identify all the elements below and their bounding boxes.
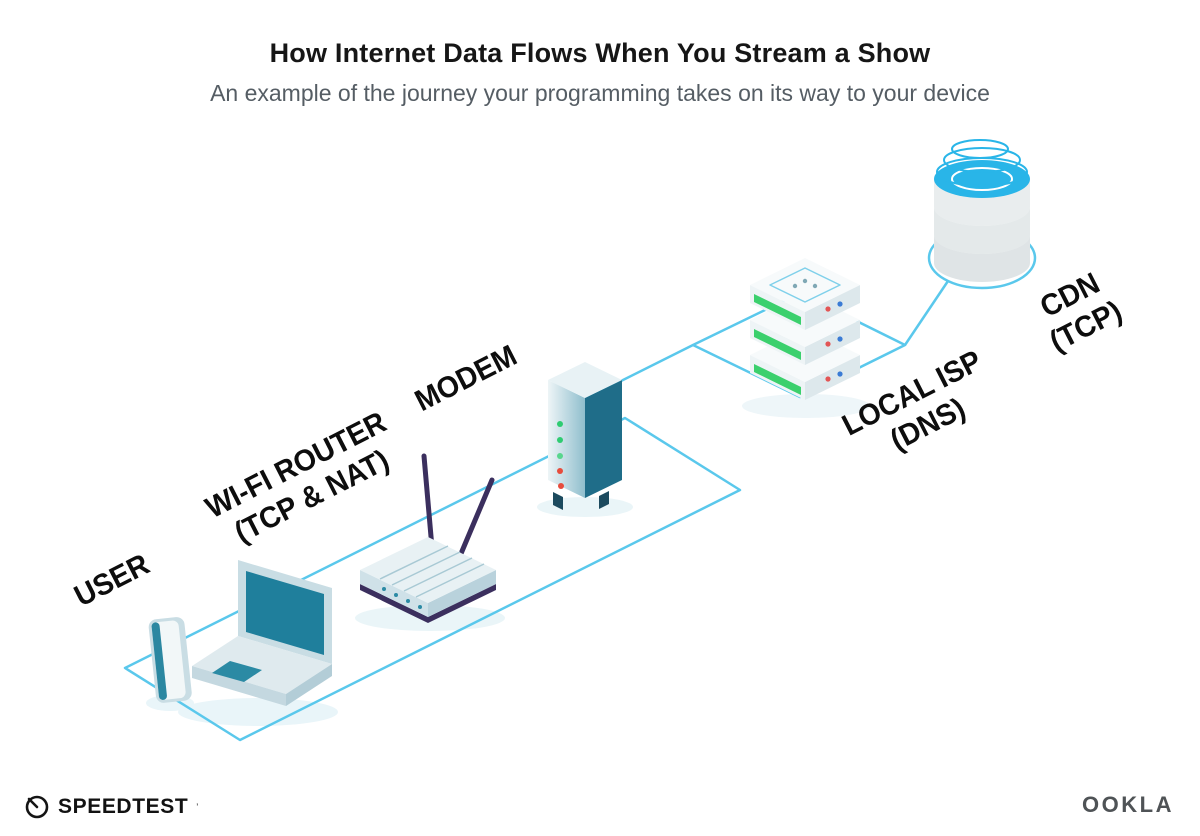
page-title: How Internet Data Flows When You Stream … xyxy=(269,38,931,68)
cdn-database-icon xyxy=(934,139,1030,282)
server-unit xyxy=(750,258,860,330)
laptop-icon xyxy=(192,560,332,706)
page-subtitle: An example of the journey your programmi… xyxy=(210,80,990,106)
phone-icon xyxy=(148,617,192,703)
wifi-router-icon xyxy=(360,453,496,623)
speedtest-gauge-icon xyxy=(25,795,49,819)
ookla-logo: OOKLA xyxy=(1082,792,1174,818)
speedtest-logo: SPEEDTEST ’ xyxy=(24,794,198,820)
speedtest-trademark: ’ xyxy=(196,802,199,812)
ookla-wordmark: OOKLA xyxy=(1082,792,1174,817)
modem-icon xyxy=(548,362,622,510)
device-shadows xyxy=(146,394,870,726)
page-header: How Internet Data Flows When You Stream … xyxy=(0,38,1200,107)
speedtest-wordmark: SPEEDTEST xyxy=(58,795,189,818)
isp-server-icon xyxy=(750,258,860,400)
cdn-coil-rings xyxy=(936,139,1028,187)
